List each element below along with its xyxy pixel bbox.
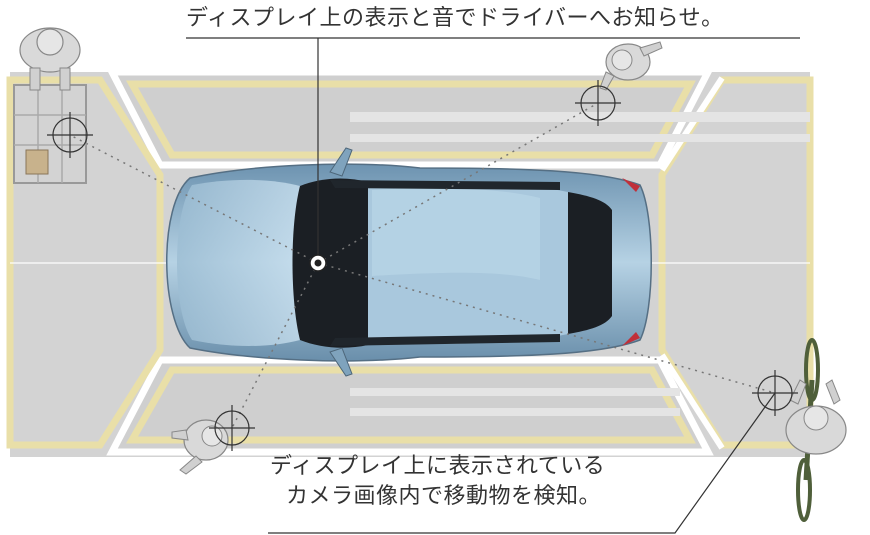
car-mirror-bottom <box>329 347 353 377</box>
bottom-callout-line1: ディスプレイ上に表示されている <box>270 454 606 479</box>
crosshair-icon <box>575 80 621 126</box>
pedestrian-top-left-icon <box>13 27 87 184</box>
crosshair-icon <box>47 112 93 158</box>
right-white-line-bottom <box>659 353 725 450</box>
car-tail-light-top <box>622 178 640 192</box>
car-roof-highlight <box>372 188 540 280</box>
left-bay-yellow <box>6 76 164 449</box>
car-tail-light-bottom <box>622 332 640 346</box>
bottom-callout-line2: カメラ画像内で移動物を検知。 <box>286 483 602 509</box>
road-stripe <box>350 408 680 416</box>
bottom-lane-yellow <box>125 366 696 444</box>
detection-paths <box>69 102 776 429</box>
road-stripe <box>350 112 810 122</box>
bottom-lane-border <box>106 356 714 456</box>
pedestrian-top-right-icon <box>599 41 663 91</box>
car-side-window-top <box>330 180 560 190</box>
car <box>166 147 652 377</box>
pedestrian-bottom-left-icon <box>171 419 229 475</box>
crosshair-icon <box>209 405 255 451</box>
car-hood <box>177 179 300 346</box>
bottom-callout-leader <box>268 392 776 534</box>
top-lane-border <box>106 68 714 169</box>
crosshair-icon <box>752 370 798 416</box>
path-bottom-left <box>231 262 319 429</box>
bottom-callout: ディスプレイ上に表示されている カメラ画像内で移動物を検知。 <box>270 452 605 511</box>
car-rear-window <box>568 192 612 334</box>
car-side-window-bottom <box>330 334 560 346</box>
top-lane-yellow <box>126 80 696 159</box>
path-top-right <box>317 102 599 264</box>
camera-center-icon <box>309 254 327 272</box>
cyclist-bottom-right-icon <box>785 338 847 522</box>
car-windshield <box>292 178 368 348</box>
road-stripe <box>350 134 810 142</box>
car-mirror-top <box>329 147 353 177</box>
right-white-line-top <box>659 76 725 172</box>
bottom-lane <box>112 360 708 452</box>
path-top-left <box>69 134 319 264</box>
road-stripe <box>350 388 680 396</box>
top-callout: ディスプレイ上の表示と音でドライバーへお知らせ。 <box>186 6 724 31</box>
